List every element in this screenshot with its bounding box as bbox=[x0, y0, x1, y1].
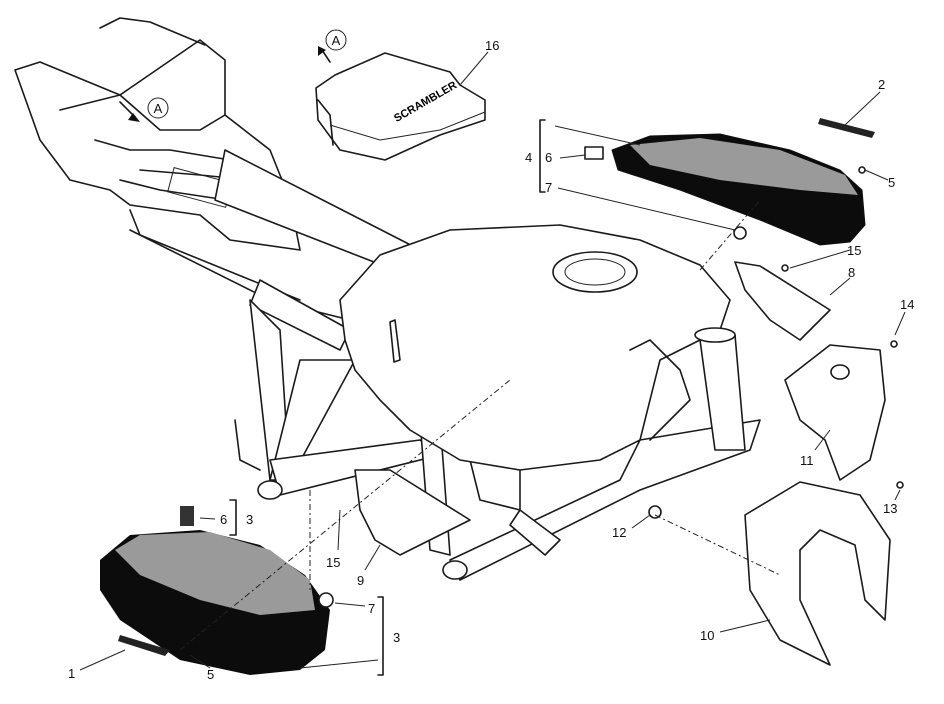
decal-1 bbox=[118, 635, 170, 656]
callout-7: 7 bbox=[545, 180, 552, 195]
callout-5-lower: 5 bbox=[207, 667, 214, 682]
callout-13: 13 bbox=[883, 501, 897, 516]
callout-4: 4 bbox=[525, 150, 532, 165]
callout-2: 2 bbox=[878, 77, 885, 92]
callout-5: 5 bbox=[888, 175, 895, 190]
callout-15: 15 bbox=[847, 243, 861, 258]
panel-10 bbox=[744, 481, 891, 666]
callout-labels: 16 2 4 6 7 5 15 8 14 11 13 12 10 6 3 15 … bbox=[68, 38, 914, 682]
view-marker-a-left: A bbox=[147, 97, 169, 119]
main-frame bbox=[214, 149, 761, 581]
side-panel-upper bbox=[584, 118, 875, 246]
callout-16: 16 bbox=[485, 38, 499, 53]
side-panel-lower bbox=[100, 505, 662, 675]
bracket-8 bbox=[734, 261, 831, 341]
panel-9 bbox=[354, 469, 471, 556]
cover-11 bbox=[784, 340, 904, 489]
fuel-tank bbox=[339, 224, 746, 471]
callout-6-lower: 6 bbox=[220, 512, 227, 527]
spacer-7-lower bbox=[318, 592, 334, 608]
view-marker-a-top: A bbox=[325, 29, 347, 51]
grommet-6 bbox=[584, 146, 604, 160]
grommet-12 bbox=[648, 505, 662, 519]
spacer-7 bbox=[733, 226, 747, 240]
decal-2 bbox=[818, 118, 875, 138]
callout-11: 11 bbox=[800, 453, 814, 468]
svg-text:A: A bbox=[332, 33, 341, 48]
callout-9: 9 bbox=[357, 573, 364, 588]
leader-lines bbox=[79, 46, 906, 676]
callout-3-lower: 3 bbox=[393, 630, 400, 645]
seat: SCRAMBLER bbox=[315, 52, 486, 161]
callout-7-lower: 7 bbox=[368, 601, 375, 616]
callout-3-upper: 3 bbox=[246, 512, 253, 527]
callout-8: 8 bbox=[848, 265, 855, 280]
grommet-6-lower bbox=[180, 506, 194, 526]
callout-6: 6 bbox=[545, 150, 552, 165]
rear-subframe bbox=[14, 17, 351, 321]
svg-text:A: A bbox=[154, 101, 163, 116]
callout-1: 1 bbox=[68, 666, 75, 681]
callout-12: 12 bbox=[612, 525, 626, 540]
callout-15-lower: 15 bbox=[326, 555, 340, 570]
callout-14: 14 bbox=[900, 297, 914, 312]
callout-10: 10 bbox=[700, 628, 714, 643]
